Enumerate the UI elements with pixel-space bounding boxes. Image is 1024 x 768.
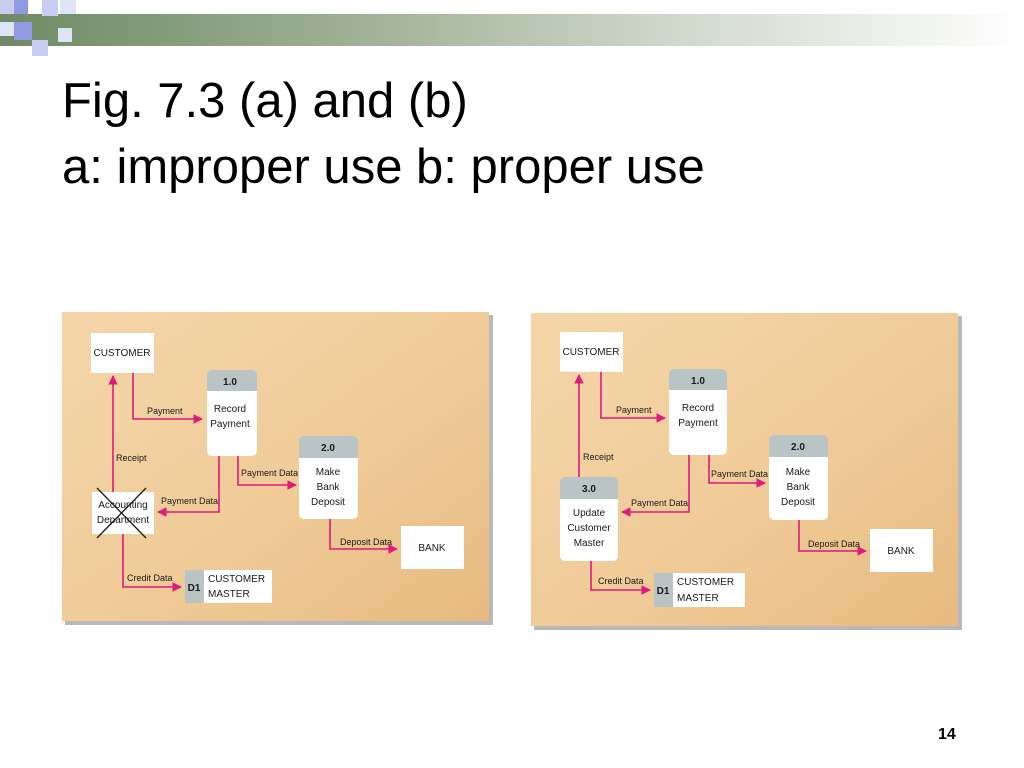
flow-receipt-label: Receipt bbox=[116, 453, 147, 463]
bank-entity-label: BANK bbox=[887, 546, 915, 557]
flow-payment-data-left-arrow bbox=[157, 456, 220, 517]
process-2-label-line-1: Make bbox=[316, 467, 341, 478]
process-3-label-line-1: Update bbox=[573, 508, 606, 519]
page-number: 14 bbox=[938, 726, 956, 743]
process-2-label-line-3: Deposit bbox=[781, 497, 815, 508]
process-2-label-line-2: Bank bbox=[317, 482, 341, 493]
corner-square bbox=[0, 22, 14, 36]
process-2-id: 2.0 bbox=[791, 442, 805, 453]
process-2-label-line-3: Deposit bbox=[311, 497, 345, 508]
data-store-customer-master: D1 CUSTOMER MASTER bbox=[654, 573, 745, 607]
data-store-label-line-2: MASTER bbox=[677, 593, 719, 604]
title-bar-stripe bbox=[0, 14, 1024, 46]
process-3-label-line-3: Master bbox=[574, 538, 605, 549]
bank-entity bbox=[401, 526, 464, 569]
customer-entity bbox=[560, 332, 623, 372]
slide-title-line-2: a: improper use b: proper use bbox=[62, 140, 705, 194]
corner-square bbox=[14, 22, 32, 40]
corner-square bbox=[14, 0, 28, 14]
flow-credit-data-arrow bbox=[590, 561, 651, 595]
flow-deposit-data-arrow bbox=[798, 520, 867, 556]
flow-payment-data-left-label: Payment Data bbox=[161, 496, 218, 506]
crossed-entity-label-line-1: Accounting bbox=[98, 500, 147, 511]
flow-payment-arrow bbox=[600, 372, 666, 423]
data-store-label-line-1: CUSTOMER bbox=[208, 574, 265, 585]
flow-receipt-label: Receipt bbox=[583, 452, 614, 462]
diagram-b-proper-use: CUSTOMER 1.0 Record Payment 2.0 Make Ban… bbox=[531, 313, 962, 630]
process-2-make-bank-deposit: 2.0 Make Bank Deposit bbox=[769, 435, 828, 520]
flow-payment-label: Payment bbox=[147, 406, 183, 416]
customer-entity-label: CUSTOMER bbox=[93, 348, 150, 359]
slide-title-line-1: Fig. 7.3 (a) and (b) bbox=[62, 74, 468, 128]
process-2-label-line-1: Make bbox=[786, 467, 811, 478]
data-store-id: D1 bbox=[657, 586, 670, 597]
flow-deposit-data-label: Deposit Data bbox=[808, 539, 860, 549]
process-1-label-line-1: Record bbox=[682, 403, 714, 414]
process-3-id: 3.0 bbox=[582, 484, 596, 495]
process-2-make-bank-deposit: 2.0 Make Bank Deposit bbox=[299, 436, 358, 519]
process-1-id: 1.0 bbox=[691, 376, 705, 387]
flow-payment-label: Payment bbox=[616, 405, 652, 415]
corner-square bbox=[58, 28, 72, 42]
flow-credit-data-arrow bbox=[122, 534, 182, 592]
process-1-id: 1.0 bbox=[223, 377, 237, 388]
process-1-record-payment: 1.0 Record Payment bbox=[207, 370, 257, 456]
data-store-label-line-2: MASTER bbox=[208, 589, 250, 600]
flow-payment-arrow bbox=[132, 373, 203, 424]
corner-square bbox=[60, 0, 76, 14]
flow-credit-data-label: Credit Data bbox=[598, 576, 644, 586]
flow-payment-data-right-arrow bbox=[708, 455, 766, 488]
data-store-id: D1 bbox=[188, 583, 201, 594]
process-1-label-line-1: Record bbox=[214, 404, 246, 415]
data-store-customer-master: D1 CUSTOMER MASTER bbox=[185, 570, 272, 603]
flow-payment-data-left-label: Payment Data bbox=[631, 498, 688, 508]
cross-mark-line bbox=[96, 487, 147, 539]
process-1-label-line-2: Payment bbox=[210, 419, 250, 430]
customer-entity bbox=[91, 333, 154, 373]
flow-credit-data-label: Credit Data bbox=[127, 573, 173, 583]
process-2-id: 2.0 bbox=[321, 443, 335, 454]
accounting-department-crossed-entity: Accounting Department bbox=[92, 487, 154, 539]
customer-entity-label: CUSTOMER bbox=[562, 347, 619, 358]
bank-entity-label: BANK bbox=[418, 543, 446, 554]
corner-square bbox=[42, 0, 58, 16]
flow-payment-data-right-arrow bbox=[237, 456, 297, 490]
data-store-label-line-1: CUSTOMER bbox=[677, 577, 734, 588]
slide-title: Fig. 7.3 (a) and (b) a: improper use b: … bbox=[62, 68, 705, 200]
process-2-label-line-2: Bank bbox=[787, 482, 811, 493]
flow-payment-data-left-arrow bbox=[621, 455, 690, 517]
process-3-update-customer-master: 3.0 Update Customer Master bbox=[560, 477, 618, 561]
corner-square bbox=[32, 40, 48, 56]
flow-payment-data-right-label: Payment Data bbox=[711, 469, 768, 479]
diagram-a-improper-use: CUSTOMER 1.0 Record Payment 2.0 Make Ban… bbox=[62, 312, 493, 625]
process-1-label-line-2: Payment bbox=[678, 418, 718, 429]
process-3-label-line-2: Customer bbox=[567, 523, 611, 534]
corner-square bbox=[0, 0, 14, 14]
flow-deposit-data-arrow bbox=[329, 519, 398, 554]
process-1-record-payment: 1.0 Record Payment bbox=[669, 369, 727, 455]
flow-payment-data-right-label: Payment Data bbox=[241, 468, 298, 478]
crossed-entity-label-line-2: Department bbox=[97, 515, 149, 526]
bank-entity bbox=[870, 529, 933, 572]
flow-deposit-data-label: Deposit Data bbox=[340, 537, 392, 547]
